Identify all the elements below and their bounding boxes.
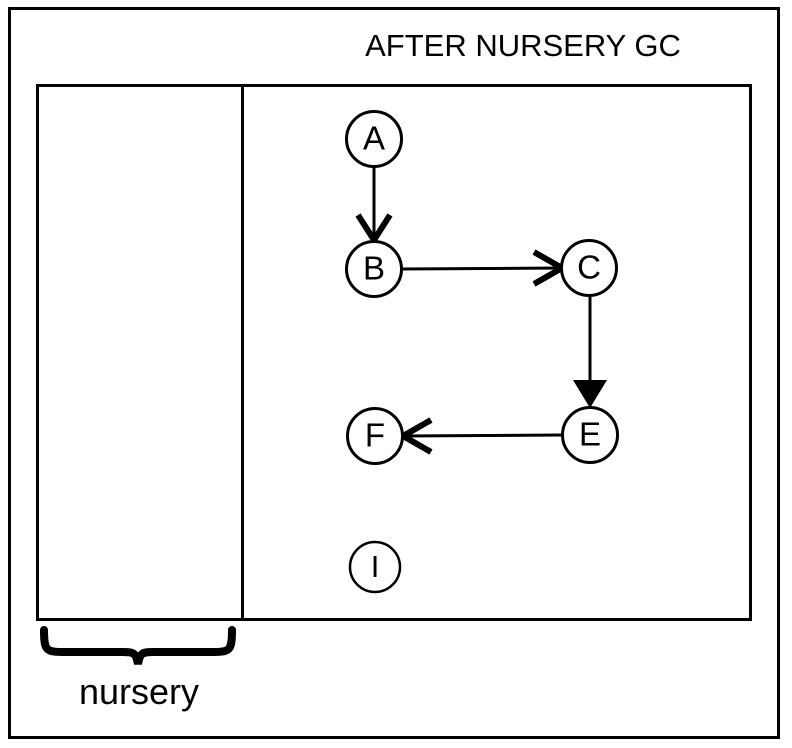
nursery-label: nursery (79, 671, 199, 712)
node-e-label: E (579, 416, 601, 453)
outer-frame (8, 7, 780, 739)
node-b-label: B (363, 250, 385, 287)
node-a-circle (345, 110, 403, 168)
node-e[interactable]: E (561, 406, 619, 464)
node-f-label: F (365, 417, 385, 454)
edge-a-to-b (355, 167, 393, 246)
node-a[interactable]: A (345, 110, 403, 168)
edge-c-to-e (573, 296, 607, 408)
node-i-label: I (371, 549, 380, 584)
page-title: AFTER NURSERY GC (365, 28, 681, 63)
nursery-brace-path (40, 626, 236, 665)
node-i-circle (348, 540, 402, 594)
node-c-label: C (577, 249, 601, 286)
node-i[interactable]: I (348, 540, 402, 594)
node-a-label: A (363, 120, 385, 157)
heap-box (36, 84, 752, 621)
node-f[interactable]: F (346, 407, 404, 465)
node-c-circle (560, 239, 618, 297)
edge-e-to-f (396, 417, 563, 455)
node-b[interactable]: B (345, 240, 403, 298)
node-e-circle (561, 406, 619, 464)
node-b-circle (345, 240, 403, 298)
edge-b-to-c-line (401, 266, 563, 271)
edge-b-to-c (401, 249, 569, 287)
edge-e-to-f-line (402, 433, 563, 438)
nursery-brace (40, 626, 236, 665)
node-f-circle (346, 407, 404, 465)
edge-c-to-e-arrowhead (573, 380, 607, 408)
node-c[interactable]: C (560, 239, 618, 297)
